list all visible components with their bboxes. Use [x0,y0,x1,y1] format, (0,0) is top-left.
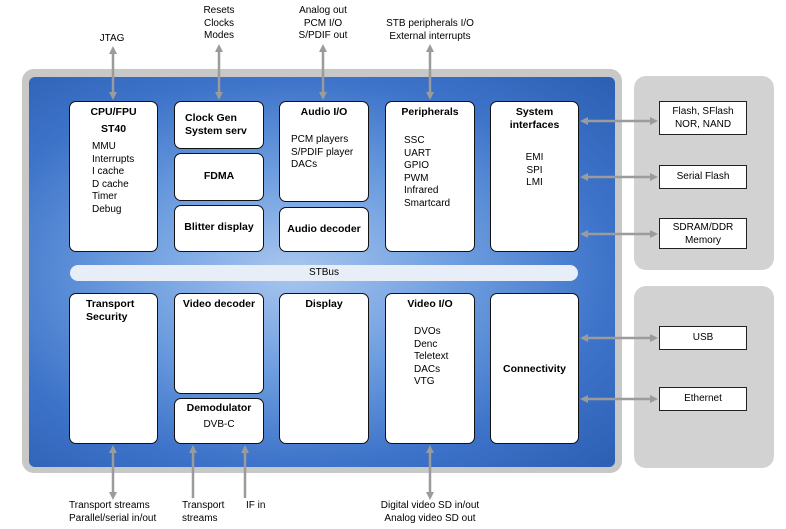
fdma-block: FDMA [174,153,264,201]
display-block: Display [279,293,369,444]
stbus: STBus [70,265,578,281]
ethernet-box: Ethernet [659,387,747,411]
blitter-block: Blitter display [174,205,264,252]
if-in-label: IF in [246,500,266,511]
connectivity-block: Connectivity [490,293,579,444]
io-panel [634,286,774,468]
video-decoder-block: Video decoder [174,293,264,394]
serial-flash-box: Serial Flash [659,165,747,189]
jtag-label: JTAG [99,33,125,44]
usb-box: USB [659,326,747,350]
audio-decoder-block: Audio decoder [279,207,369,252]
demodulator-block: Demodulator DVB-C [174,398,264,444]
